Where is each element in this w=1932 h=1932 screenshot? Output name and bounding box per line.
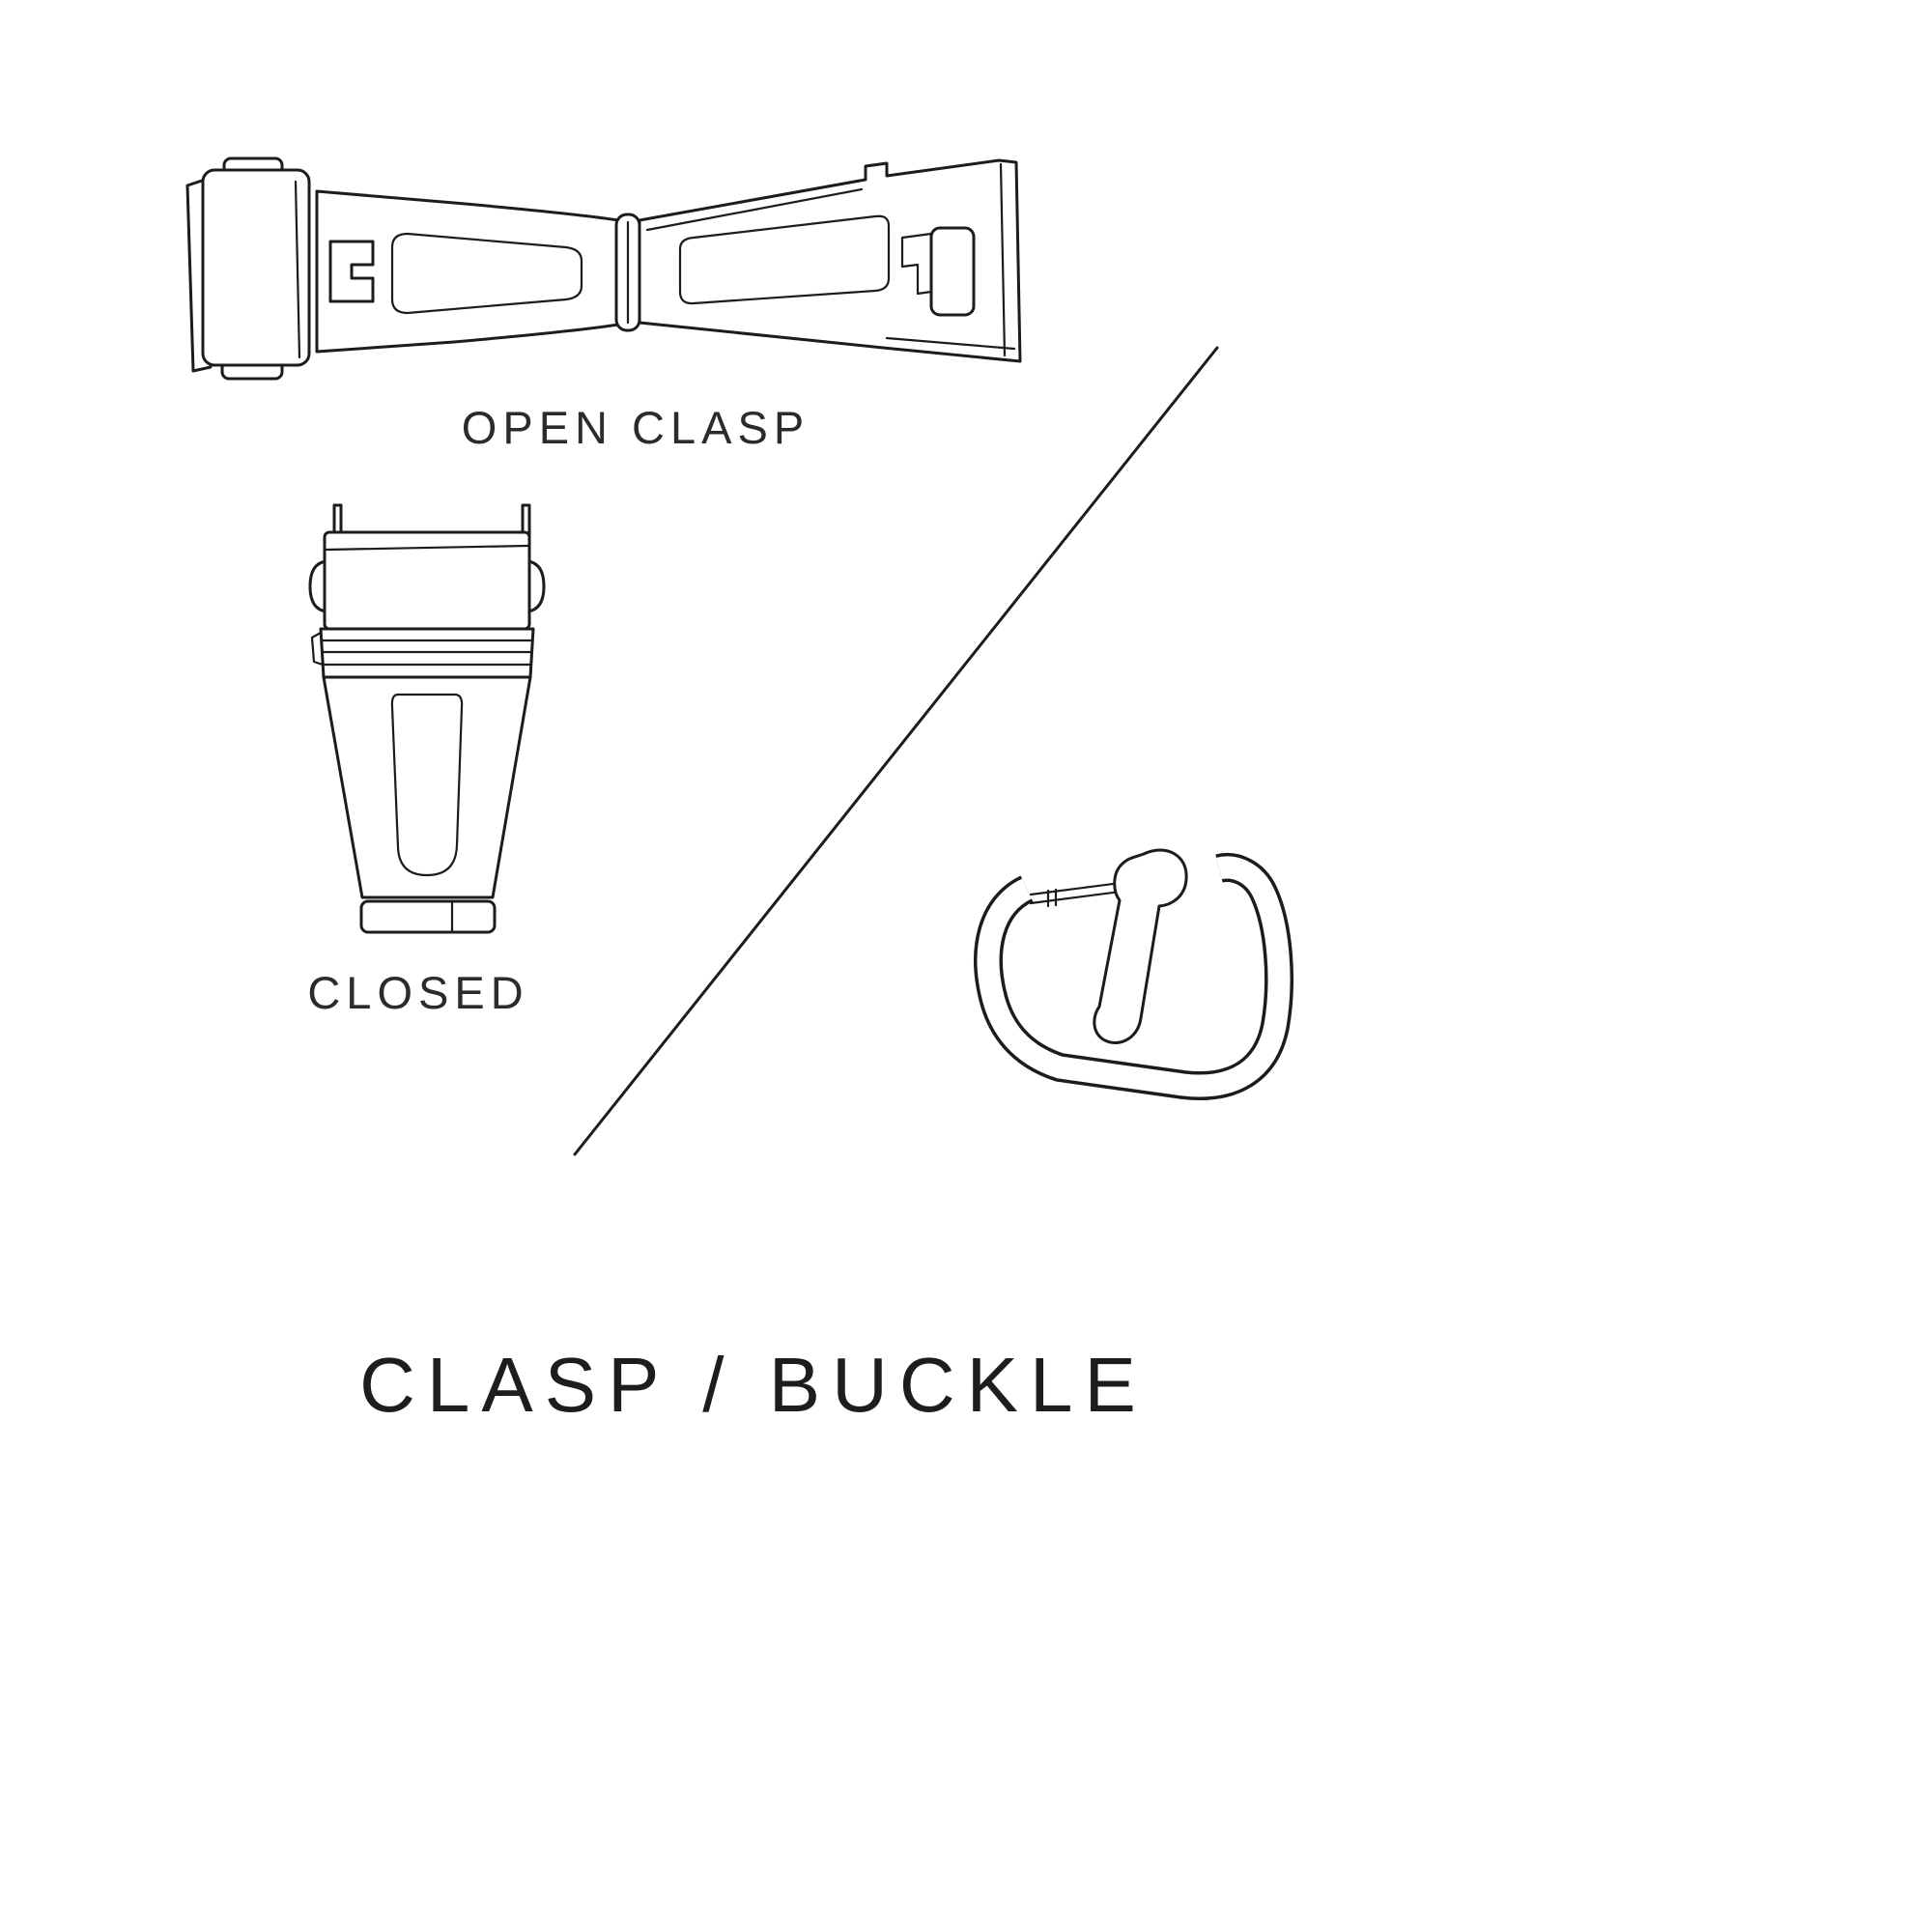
buckle-tongue <box>1093 848 1188 1044</box>
open-clasp-illustration <box>164 126 1034 415</box>
closed-clasp-bands <box>310 627 535 679</box>
closed-clasp-body <box>322 675 532 899</box>
open-clasp-right-arm <box>638 158 1022 363</box>
buckle-frame <box>974 853 1293 1100</box>
closed-clasp-drawing <box>308 503 546 934</box>
closed-clasp-foot <box>359 899 497 934</box>
closed-clasp-side-tabs <box>308 559 546 613</box>
page-title: CLASP / BUCKLE <box>359 1342 1148 1428</box>
divider-line <box>573 346 1219 1156</box>
open-clasp-left-arm <box>315 189 620 354</box>
open-clasp-left-end <box>185 156 311 381</box>
divider-line-drawing <box>573 346 1219 1156</box>
closed-clasp-label: CLOSED <box>307 967 529 1018</box>
open-clasp-hinge <box>614 213 641 332</box>
diagonal-divider <box>560 333 1236 1174</box>
closed-clasp-top-box <box>323 530 531 631</box>
open-clasp-drawing <box>185 156 1022 381</box>
buckle-illustration <box>952 829 1319 1138</box>
buckle-drawing <box>974 848 1293 1100</box>
closed-clasp-illustration <box>290 488 580 952</box>
open-clasp-label: OPEN CLASP <box>461 402 810 453</box>
